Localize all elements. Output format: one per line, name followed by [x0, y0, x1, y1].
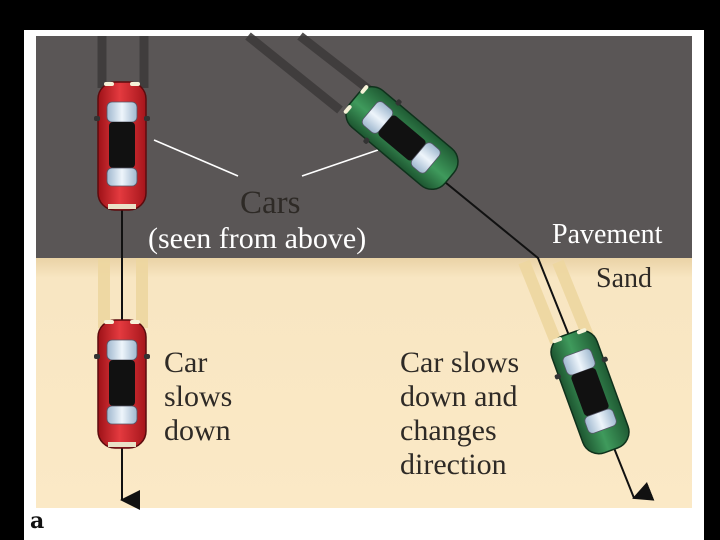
red-car-pavement [93, 81, 151, 211]
car-slows-line-3: down [164, 414, 231, 447]
car-slows-caption: Car slows down [164, 346, 232, 448]
car-slows-line-2: slows [164, 380, 233, 413]
car-turns-line-3: changes [400, 414, 497, 447]
sand-tracks-turning-car [518, 259, 594, 345]
car-turns-line-1: Car slows [400, 346, 520, 379]
tire-tracks-straight-car [97, 36, 149, 88]
cars-label-pointers [153, 139, 379, 177]
sand-tracks-straight-car [98, 258, 148, 328]
car-turns-caption: Car slows down and changes direction [400, 346, 519, 482]
sand-label: Sand [596, 263, 652, 294]
red-car-sand [93, 319, 151, 449]
car-turns-line-2: down and [400, 380, 518, 413]
tire-tracks-turning-car [245, 32, 375, 114]
cars-subtitle: (seen from above) [148, 222, 367, 255]
panel-letter: a [30, 508, 45, 534]
car-turns-line-4: direction [400, 448, 507, 481]
car-slows-line-1: Car [164, 346, 208, 379]
pavement-label: Pavement [552, 219, 663, 250]
cars-title: Cars [240, 185, 301, 221]
